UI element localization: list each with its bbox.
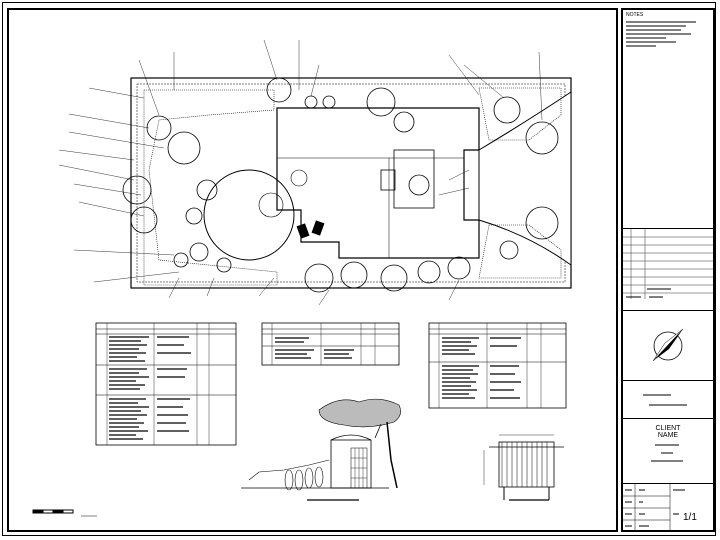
tree xyxy=(493,96,521,124)
elevation-sketch xyxy=(241,398,401,501)
driveway xyxy=(478,91,572,266)
title-block: NOTES xyxy=(621,8,715,532)
garden-bed-southeast xyxy=(478,224,562,279)
pergola-detail xyxy=(483,434,564,501)
north-arrow-icon xyxy=(652,328,684,362)
landscape-plan-drawing xyxy=(32,39,572,517)
tree xyxy=(393,111,415,133)
scale-bar xyxy=(32,509,97,517)
sheet-info-panel: 1/1 xyxy=(623,483,713,531)
tree xyxy=(266,77,292,103)
notes-text-block xyxy=(626,21,696,47)
garden-bed-west xyxy=(143,89,278,286)
tree xyxy=(525,121,559,155)
tree xyxy=(122,175,152,205)
tree xyxy=(340,261,368,289)
revision-table xyxy=(623,228,713,299)
tree xyxy=(525,206,559,240)
plant-schedule-table-2 xyxy=(261,322,400,366)
tree xyxy=(146,115,172,141)
notes-heading: NOTES xyxy=(626,12,644,18)
project-name-panel xyxy=(623,380,713,418)
client-panel: CLIENT NAME xyxy=(623,418,713,483)
plant-schedule-table-3 xyxy=(428,322,567,409)
sheet-number: 1/1 xyxy=(683,512,697,523)
plant-schedule-table-1 xyxy=(95,322,237,446)
drawing-frame xyxy=(7,8,618,532)
lawn-oval xyxy=(203,169,295,261)
tree xyxy=(380,264,408,292)
patio xyxy=(393,149,435,209)
tree xyxy=(366,87,396,117)
tree xyxy=(447,256,471,280)
client-line-1: CLIENT xyxy=(655,425,681,432)
tree xyxy=(417,260,441,284)
tree xyxy=(167,131,201,165)
client-line-2: NAME xyxy=(657,432,679,439)
tree xyxy=(304,263,334,293)
site-plan xyxy=(58,39,572,306)
garden-bed-northeast xyxy=(478,87,562,141)
tree xyxy=(130,206,158,234)
north-arrow-panel xyxy=(623,310,713,380)
